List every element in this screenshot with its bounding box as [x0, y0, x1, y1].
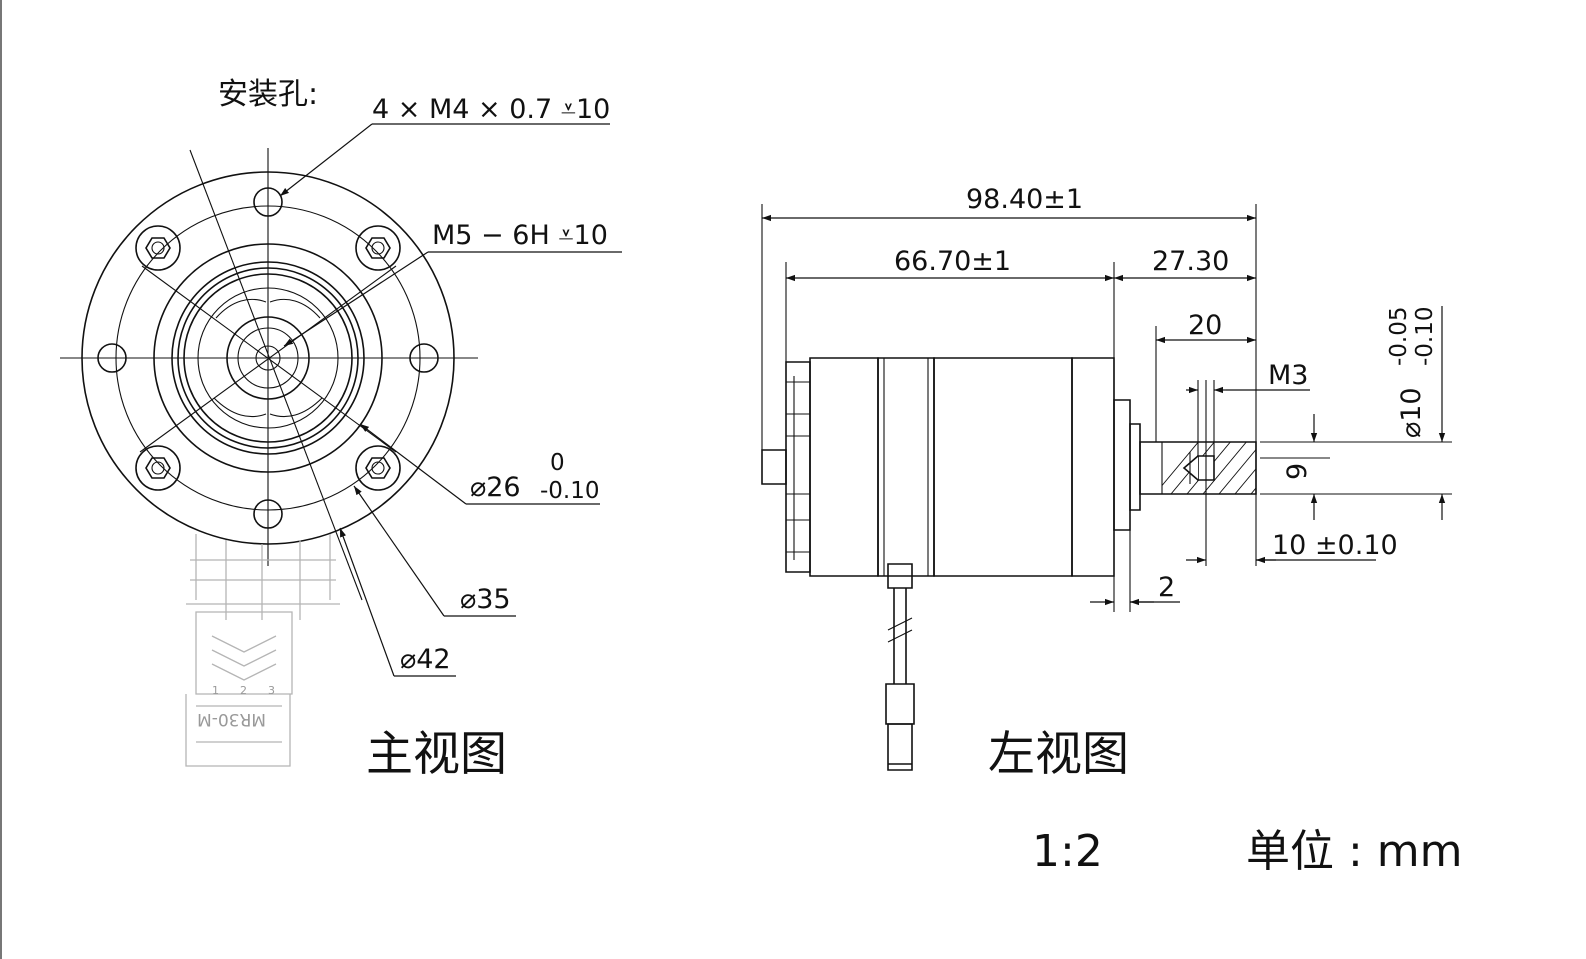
mount-hole	[409, 343, 439, 373]
cable-connector: MR30-M 1 2 3	[185, 534, 340, 767]
dia-26-tol-lower: -0.10	[540, 478, 600, 504]
mount-holes-spec: 4 × M4 × 0.7 ⩡10	[372, 94, 610, 125]
dim-shaft-dia: ⌀10	[1396, 387, 1427, 438]
hex-screw	[135, 225, 181, 271]
dim-overall-length: 98.40±1	[966, 184, 1083, 215]
side-view-title: 左视图	[988, 727, 1129, 782]
dia-35-label: ⌀35	[460, 584, 511, 615]
center-thread-spec: M5 − 6H ⩡10	[432, 220, 608, 251]
connector-pin-label: 2	[240, 684, 247, 697]
connector-marking: MR30-M	[197, 709, 266, 729]
dia-26-label: ⌀26	[470, 472, 521, 503]
front-view: MR30-M 1 2 3 安装孔: 4 × M4 × 0.7 ⩡10 M5 − …	[60, 77, 622, 782]
dim-flat-length: 20	[1188, 310, 1222, 341]
dim-body-length: 66.70±1	[894, 246, 1011, 277]
mount-hole	[253, 187, 283, 217]
dim-tap-thread: M3	[1268, 360, 1308, 391]
unit-label: 单位 : mm	[1246, 826, 1463, 877]
dim-shaft-dia-tol-upper: -0.05	[1386, 306, 1412, 366]
dia-42-label: ⌀42	[400, 644, 451, 675]
connector-pin-label: 3	[268, 684, 275, 697]
connector-pin-label: 1	[212, 684, 219, 697]
side-view: 98.40±1 66.70±1 27.30 20 M3 10 ±0.10 2 9	[761, 184, 1452, 782]
dim-shaft-length: 27.30	[1152, 246, 1229, 277]
dim-tap-position: 10 ±0.10	[1272, 530, 1398, 561]
dim-flange-thickness: 2	[1158, 572, 1175, 603]
scale-label: 1:2	[1032, 826, 1103, 877]
mount-hole	[97, 343, 127, 373]
mount-hole	[253, 499, 283, 529]
dia-26-tol-upper: 0	[550, 450, 565, 476]
dim-shaft-dia-tol-lower: -0.10	[1412, 306, 1438, 366]
mount-holes-label: 安装孔:	[218, 77, 318, 112]
hex-screw	[355, 445, 401, 491]
hex-screw	[135, 445, 181, 491]
hex-screw	[355, 225, 401, 271]
motor-cable	[885, 563, 915, 771]
front-view-title: 主视图	[366, 727, 507, 782]
dim-flat-height: 9	[1282, 463, 1313, 480]
